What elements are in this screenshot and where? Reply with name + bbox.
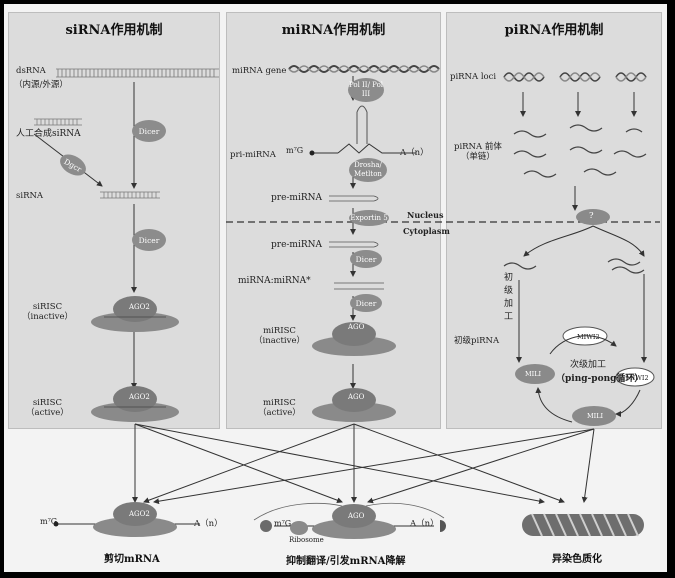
polya-label-1: A（n）: [400, 148, 429, 158]
mili-label-1: MILI: [525, 370, 542, 378]
ago2-label-3: AGO2: [129, 510, 150, 518]
nucleus-label: Nucleus: [407, 210, 444, 220]
ago-label-1: AGO: [348, 323, 365, 331]
mirisc-inactive-state: （inactive）: [254, 336, 305, 346]
diagram-panel: siRNA作用机制 miRNA作用机制 piRNA作用机制: [4, 4, 667, 572]
outcome-heterochromatin: 异染色质化: [552, 554, 602, 565]
sirna-duplex-ladder: [100, 191, 160, 199]
exportin-enzyme: Exportin 5: [349, 210, 389, 226]
sirisc-inactive-state: （inactive）: [22, 312, 73, 322]
pirna-title: piRNA作用机制: [504, 23, 604, 38]
ago2-label-2: AGO2: [129, 393, 150, 401]
sirisc-active-name: siRISC: [32, 398, 62, 408]
sirisc-active-complex: [91, 386, 179, 422]
polya-label-3: A（n）: [410, 519, 439, 529]
mirisc-active-name: miRISC: [262, 398, 296, 408]
miwi2-label-2: MIWI2: [626, 374, 649, 382]
translation-repression-complex: [253, 502, 446, 539]
dicer-enzyme-1: Dicer: [132, 120, 166, 142]
dicer-enzyme-2: Dicer: [132, 229, 166, 251]
miwi2-label-1: MIWI2: [577, 333, 600, 341]
dsrna-ladder: [56, 68, 219, 78]
mirna-gene-label: miRNA gene: [232, 66, 287, 76]
pirna-loci-label: piRNA loci: [450, 72, 497, 82]
ribosome-label: Ribosome: [289, 536, 324, 544]
heterochromatin-fiber: [522, 513, 644, 537]
primary-processing-label: 初级加工: [504, 273, 514, 322]
pre-mirna-label-2: pre-miRNA: [271, 240, 322, 250]
sirisc-active-label: siRISC （active）: [26, 398, 69, 418]
sirisc-inactive-complex: [91, 296, 179, 332]
dicer-enzyme-4: Dicer: [350, 294, 382, 312]
mirisc-inactive-name: miRISC: [263, 326, 296, 336]
polya-label-2: A（n）: [194, 519, 223, 529]
synthetic-sirna-label: 人工合成siRNA: [16, 129, 81, 139]
pre-mirna-hairpin-cytoplasm: [329, 241, 379, 248]
pri-mirna-strand: [309, 105, 416, 156]
sirna-title: siRNA作用机制: [65, 23, 163, 38]
pirna-precursor-strands: [513, 124, 647, 178]
pirna-precursor-name: piRNA 前体: [454, 142, 502, 152]
drosha-enzyme: Drosha/ Metlton: [349, 158, 387, 182]
secondary-processing-label: 次级加工: [570, 360, 607, 370]
pri-mirna-label: pri-miRNA: [230, 150, 276, 160]
pirna-column: piRNA作用机制: [446, 12, 662, 429]
dsrna-label: dsRNA: [16, 66, 46, 76]
dsrna-source-label: （内源/外源）: [14, 80, 68, 90]
cytoplasm-label: Cytoplasm: [403, 226, 450, 236]
mirna-column: miRNA作用机制: [226, 12, 441, 429]
mirisc-inactive-complex: [312, 322, 396, 356]
mirisc-active-complex: [312, 388, 396, 422]
outcome-repression: 抑制翻译/引发mRNA降解: [286, 556, 406, 567]
pirna-precursor-note: （单链）: [460, 152, 495, 162]
mirna-duplex: [334, 282, 384, 290]
sirisc-inactive-name: siRISC: [32, 302, 63, 312]
m7g-label-3: m⁷G: [274, 519, 292, 528]
ping-pong-label: （ping-pong循环）: [556, 374, 644, 384]
diagram-graphics: [33, 65, 660, 539]
pre-mirna-hairpin-nucleus: [329, 195, 379, 202]
ago-label-3: AGO: [348, 512, 365, 520]
mirisc-active-state: （active）: [258, 408, 301, 418]
sirisc-active-state: （active）: [26, 408, 69, 418]
ping-pong-cycle: [515, 326, 655, 426]
m7g-label-1: m⁷G: [286, 146, 304, 155]
synthetic-sirna-ladder: [34, 118, 82, 126]
mili-label-2: MILI: [587, 412, 604, 420]
pre-mirna-label-1: pre-miRNA: [271, 193, 322, 203]
ago-label-2: AGO: [348, 393, 365, 401]
primary-pirna-label: 初级piRNA: [454, 336, 500, 346]
cleavage-complex: [53, 502, 200, 537]
outcome-cleavage: 剪切mRNA: [104, 554, 160, 565]
pirna-precursor-label: piRNA 前体 （单链）: [454, 142, 502, 162]
dicer-enzyme-3: Dicer: [350, 250, 382, 268]
mirna-duplex-label: miRNA:miRNA*: [238, 276, 311, 286]
sirna-label: siRNA: [16, 191, 44, 201]
mirisc-active-label: miRISC （active）: [258, 398, 301, 418]
pol-enzyme: Pol II/ Pol III: [348, 78, 384, 102]
mirna-title: miRNA作用机制: [281, 23, 386, 38]
unknown-factor-label: ?: [589, 211, 594, 221]
ago2-label-1: AGO2: [129, 303, 150, 311]
mirisc-inactive-label: miRISC （inactive）: [254, 326, 305, 346]
mirna-gene-helix: [288, 65, 440, 73]
m7g-label-2: m⁷G: [40, 517, 58, 526]
sirisc-inactive-label: siRISC （inactive）: [22, 302, 73, 322]
sirna-column: siRNA作用机制: [8, 12, 220, 429]
unknown-factor-ellipse: [576, 209, 610, 225]
pirna-loci-helices: [503, 72, 647, 82]
